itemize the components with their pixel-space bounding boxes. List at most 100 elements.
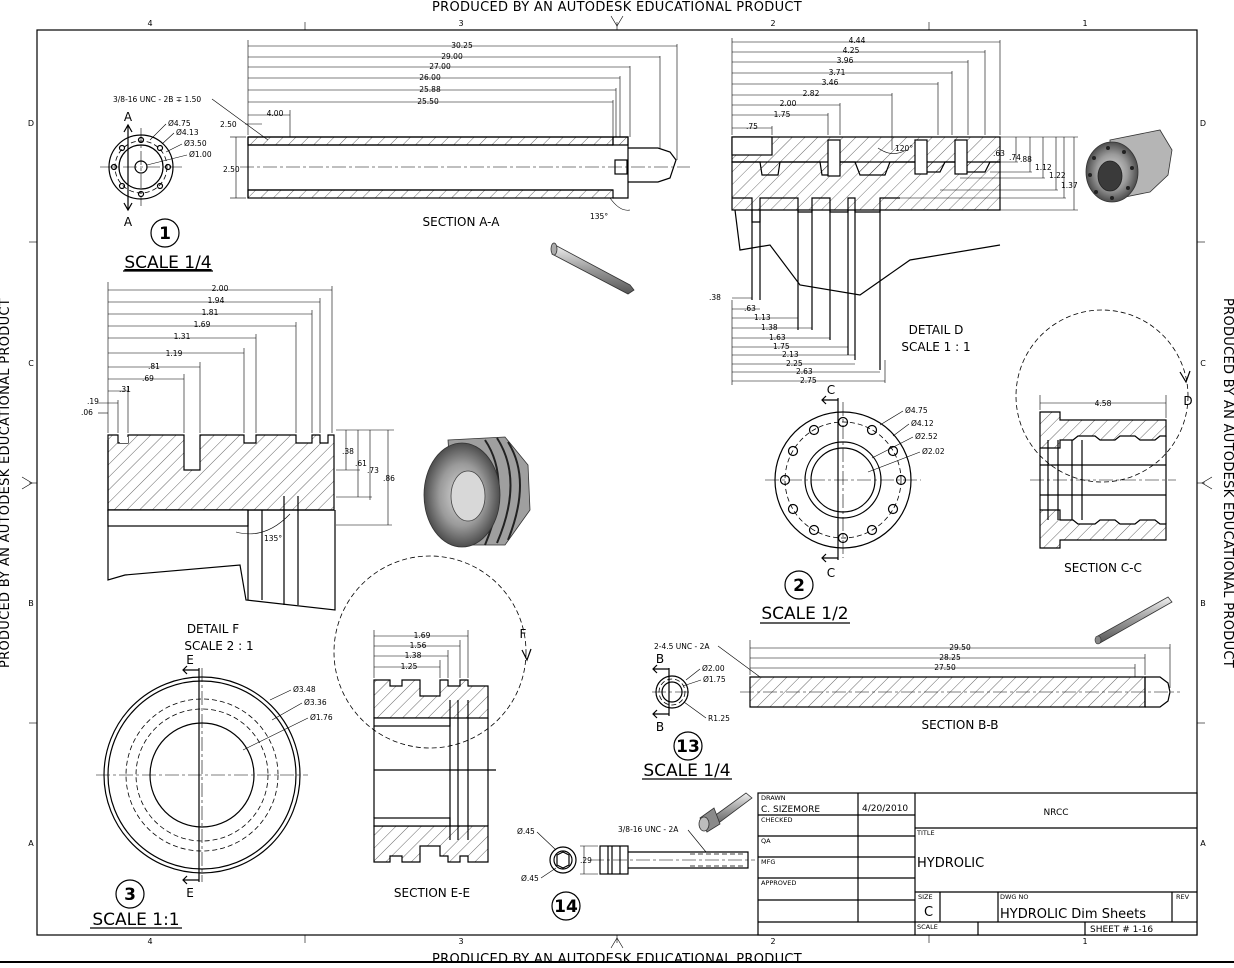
svg-text:2.63: 2.63: [796, 367, 813, 376]
company-name: NRCC: [1043, 808, 1068, 818]
dwg-no-value: HYDROLIC Dim Sheets: [1000, 907, 1146, 922]
mfg-label: MFG: [761, 858, 775, 866]
svg-text:.61: .61: [355, 459, 367, 468]
svg-text:Ø4.12: Ø4.12: [911, 419, 934, 428]
svg-text:.74: .74: [1009, 153, 1021, 162]
drawn-date: 4/20/2010: [862, 804, 908, 814]
svg-text:Ø1.76: Ø1.76: [310, 713, 333, 722]
zone-labels: 4 3 2 1 4 3 2 1 D C B A D C B A: [28, 19, 1206, 946]
scale-13: SCALE 1/4: [643, 761, 730, 781]
section-b-b-label: SECTION B-B: [921, 718, 998, 732]
svg-text:.88: .88: [1020, 155, 1032, 164]
watermark-top: PRODUCED BY AN AUTODESK EDUCATIONAL PROD…: [432, 0, 802, 15]
flange-3d-model: [1085, 129, 1173, 203]
callout-1-bubble: [150, 218, 180, 248]
svg-text:120°: 120°: [895, 144, 913, 153]
svg-text:3.71: 3.71: [829, 68, 846, 77]
svg-text:25.50: 25.50: [417, 97, 439, 106]
svg-text:2.75: 2.75: [800, 376, 817, 385]
svg-text:3: 3: [458, 19, 463, 28]
shaft-3d-model: [550, 242, 635, 295]
callout-1: 1: [159, 224, 171, 244]
cut-letter-e-bottom: E: [186, 886, 194, 900]
svg-text:Ø2.52: Ø2.52: [915, 432, 938, 441]
svg-text:25.88: 25.88: [419, 85, 441, 94]
scale-3: SCALE 1:1: [92, 910, 179, 930]
svg-text:3.96: 3.96: [837, 56, 854, 65]
dwg-no-label: DWG NO: [1000, 893, 1029, 901]
svg-text:29.00: 29.00: [441, 52, 463, 61]
svg-text:135°: 135°: [590, 212, 608, 221]
section-e-e: F 1.69 1.56 1.38 1.25 SECTION E-E: [333, 555, 532, 900]
thread-note-view1: 3/8-16 UNC - 2B ∓ 1.50: [113, 95, 201, 104]
svg-text:.75: .75: [746, 122, 758, 131]
svg-text:.29: .29: [580, 856, 592, 865]
svg-text:Ø.45: Ø.45: [521, 874, 539, 883]
svg-text:4: 4: [147, 937, 152, 946]
svg-text:Ø.45: Ø.45: [517, 827, 535, 836]
svg-text:1.56: 1.56: [410, 641, 427, 650]
cut-letter-c-top: C: [827, 383, 835, 397]
svg-text:1.69: 1.69: [414, 631, 431, 640]
callout-13: 13: [676, 737, 700, 757]
callout-14-bubble: [551, 891, 581, 921]
section-a-a: 30.25 29.00 27.00 26.00 25.88 25.50 4.00…: [220, 40, 690, 229]
svg-text:1.75: 1.75: [774, 110, 791, 119]
drawing-title: HYDROLIC: [917, 856, 984, 871]
svg-text:Ø1.00: Ø1.00: [189, 150, 212, 159]
cut-letter-b-bottom: B: [656, 720, 664, 734]
scale-label: SCALE: [917, 923, 938, 931]
svg-text:2: 2: [770, 19, 775, 28]
svg-text:1.13: 1.13: [754, 313, 771, 322]
svg-text:2.50: 2.50: [220, 120, 237, 129]
title-label: TITLE: [916, 829, 935, 837]
svg-text:.63: .63: [993, 149, 1005, 158]
svg-text:Ø2.00: Ø2.00: [702, 664, 725, 673]
piston-3d-model: [423, 436, 531, 548]
svg-text:3.46: 3.46: [822, 78, 839, 87]
svg-text:D: D: [28, 119, 34, 128]
svg-text:Ø4.75: Ø4.75: [905, 406, 928, 415]
view-1-end-view: A A Ø4.75 Ø4.13 Ø3.50 Ø1.00 3/8-16 UNC -…: [100, 95, 269, 273]
svg-text:D: D: [1200, 119, 1206, 128]
sheet-border: [0, 15, 1234, 963]
svg-text:27.50: 27.50: [934, 663, 956, 672]
callout-13-bubble: [673, 731, 703, 761]
thread-note-view14: 3/8-16 UNC - 2A: [618, 825, 679, 834]
approved-label: APPROVED: [761, 879, 796, 887]
svg-text:.06: .06: [81, 408, 93, 417]
thread-note-view13: 2-4.5 UNC - 2A: [654, 642, 710, 651]
svg-text:1.69: 1.69: [194, 320, 211, 329]
svg-text:1.63: 1.63: [769, 333, 786, 342]
view-14-bolt: Ø.45 Ø.45 .29 3/8-16 UNC - 2A 14: [517, 825, 755, 921]
view-2-end-view: C C Ø4.75 Ø4.12 Ø2.52 Ø2.02 2 SCALE 1/2: [760, 383, 945, 624]
svg-text:C: C: [28, 359, 34, 368]
rod-3d-model: [1094, 596, 1173, 645]
svg-text:B: B: [1200, 599, 1206, 608]
rev-label: REV: [1176, 893, 1190, 901]
svg-text:1.38: 1.38: [761, 323, 778, 332]
svg-text:28.25: 28.25: [939, 653, 961, 662]
callout-2-bubble: [784, 570, 814, 600]
svg-text:.69: .69: [142, 374, 154, 383]
section-c-c-label: SECTION C-C: [1064, 561, 1142, 575]
watermark-left: PRODUCED BY AN AUTODESK EDUCATIONAL PROD…: [0, 298, 13, 668]
detail-d-scale: SCALE 1 : 1: [901, 340, 970, 354]
svg-text:1.38: 1.38: [405, 651, 422, 660]
watermark-right: PRODUCED BY AN AUTODESK EDUCATIONAL PROD…: [1220, 298, 1234, 668]
cut-letter-c-bottom: C: [827, 566, 835, 580]
svg-text:Ø2.02: Ø2.02: [922, 447, 945, 456]
svg-text:29.50: 29.50: [949, 643, 971, 652]
svg-text:1.12: 1.12: [1035, 163, 1052, 172]
svg-text:R1.25: R1.25: [708, 714, 730, 723]
svg-text:.73: .73: [367, 466, 379, 475]
svg-text:B: B: [28, 599, 34, 608]
svg-text:.31: .31: [119, 385, 131, 394]
svg-text:4: 4: [147, 19, 152, 28]
svg-text:Ø4.13: Ø4.13: [176, 128, 199, 137]
svg-text:1.25: 1.25: [401, 662, 418, 671]
section-b-b: 29.50 28.25 27.50 SECTION B-B: [740, 640, 1180, 732]
svg-text:2.13: 2.13: [782, 350, 799, 359]
view-3-end-view: E E Ø3.48 Ø3.36 Ø1.76 3 SCALE 1:1: [90, 653, 333, 930]
svg-text:C: C: [1200, 359, 1206, 368]
